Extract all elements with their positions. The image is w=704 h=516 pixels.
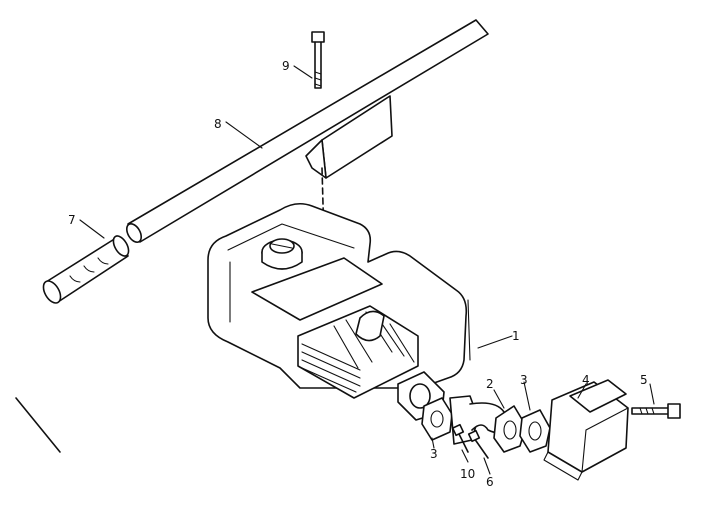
mounting-bracket [305,95,393,179]
part-3-gasket-left [421,397,453,441]
callout-6: 6 [486,475,494,489]
part-6-bolt [467,429,489,459]
callout-5: 5 [640,373,648,387]
tank-plate [251,257,383,321]
callout-4: 4 [582,373,590,387]
part-9-bolt [311,31,325,89]
callout-10: 10 [460,467,475,481]
part-2-exhaust-pipe [449,395,527,453]
callout-2: 2 [486,377,494,391]
part-8-handle-tube [125,19,489,243]
leader-lines [79,65,655,475]
part-7-handle-grip [42,235,130,304]
callout-1: 1 [512,329,520,343]
callout-7: 7 [68,213,76,227]
part-5-bolt [631,403,681,419]
callout-8: 8 [214,117,222,131]
callout-3-left: 3 [430,447,438,461]
part-3-gasket-right [519,409,551,453]
callout-9: 9 [282,59,290,73]
engine-cylinder [297,305,419,399]
callout-3-right: 3 [520,373,528,387]
part-4-muffler [543,379,629,481]
stray-line [15,397,61,453]
part-10-bolt [451,423,469,453]
fuel-cap [261,238,303,270]
